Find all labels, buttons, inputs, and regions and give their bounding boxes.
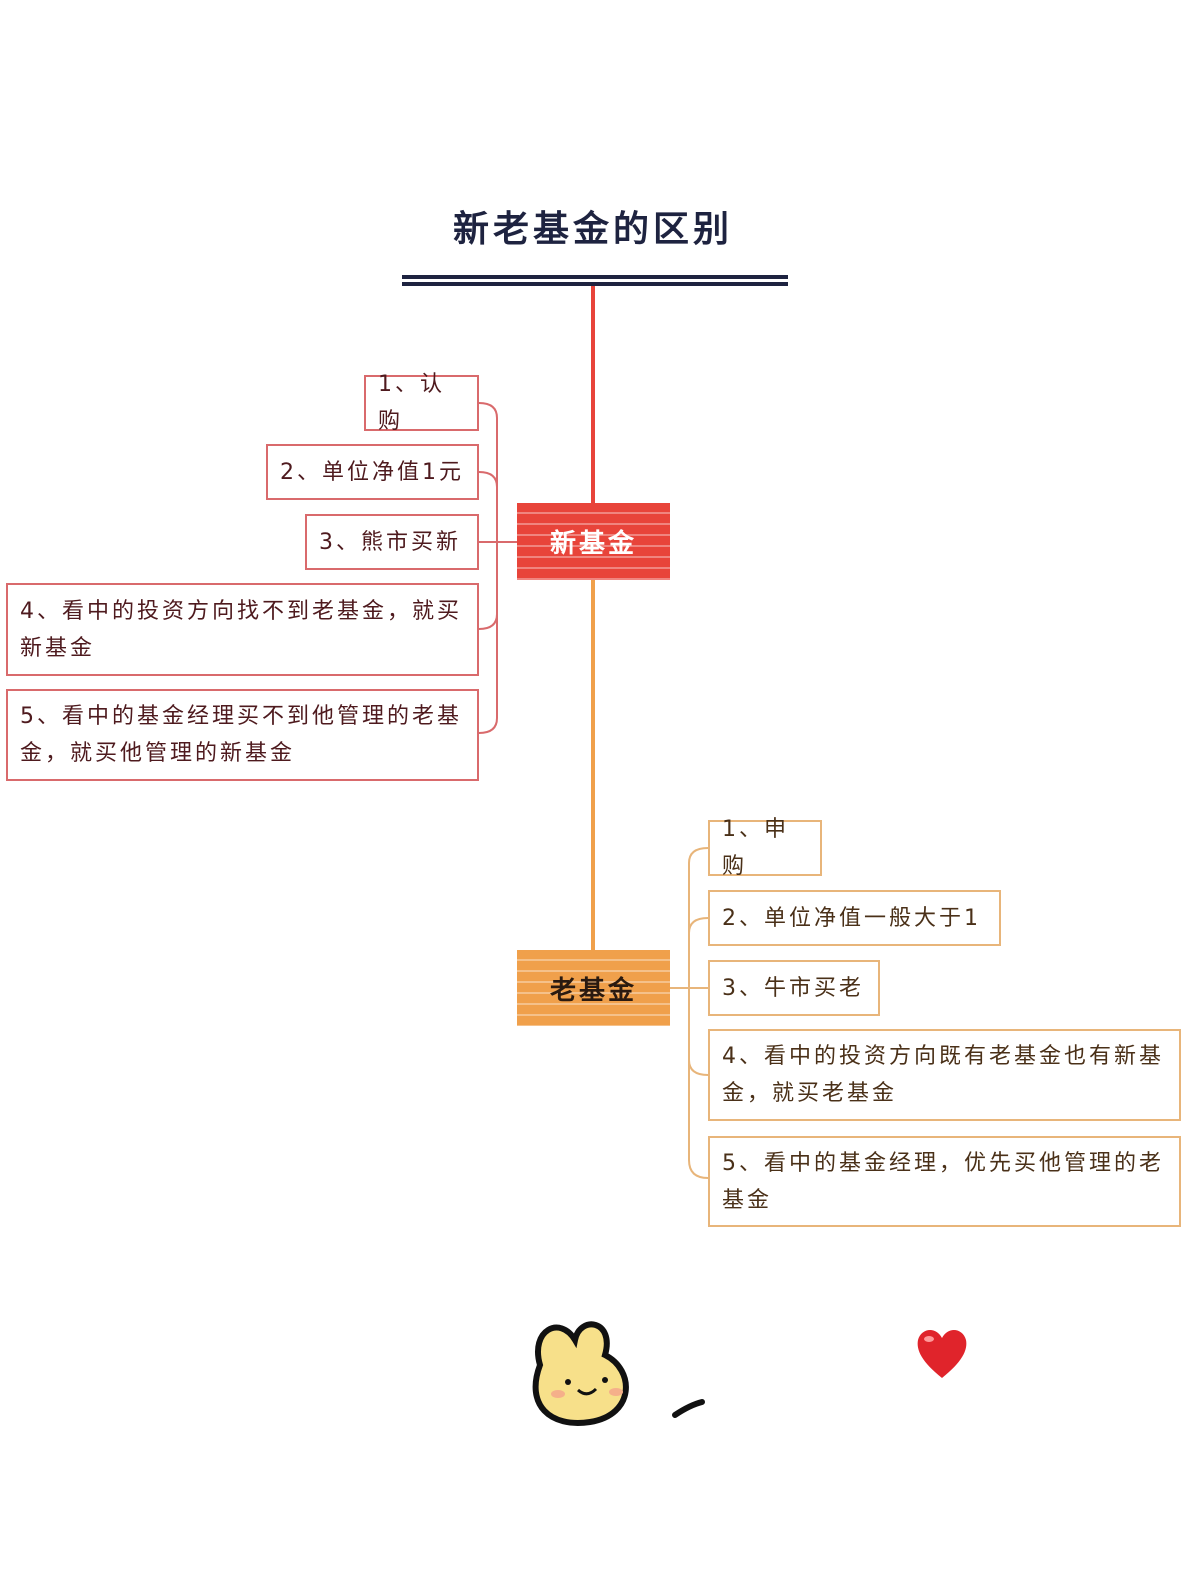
- bunny-sticker-icon: [532, 1321, 705, 1426]
- old-fund-item: 5、看中的基金经理，优先买他管理的老基金: [708, 1136, 1181, 1227]
- old-fund-bracket: [670, 847, 709, 1179]
- heart-sticker-icon: [917, 1329, 967, 1378]
- node-old-fund: 老基金: [517, 950, 670, 1026]
- old-fund-item: 3、牛市买老: [708, 960, 880, 1016]
- new-fund-bracket: [478, 402, 517, 734]
- old-fund-item: 1、申购: [708, 817, 822, 879]
- old-fund-item: 4、看中的投资方向既有老基金也有新基金，就买老基金: [708, 1029, 1181, 1121]
- node-new-fund: 新基金: [517, 503, 670, 580]
- page-title: 新老基金的区别: [452, 209, 733, 250]
- new-fund-item: 5、看中的基金经理买不到他管理的老基金，就买他管理的新基金: [6, 689, 479, 781]
- new-fund-item: 1、认购: [364, 372, 479, 434]
- new-fund-item: 2、单位净值1元: [266, 444, 479, 500]
- new-fund-item: 3、熊市买新: [305, 514, 479, 570]
- old-fund-item: 2、单位净值一般大于1: [708, 890, 1001, 946]
- new-fund-item: 4、看中的投资方向找不到老基金，就买新基金: [6, 583, 479, 676]
- title-underline: [402, 275, 788, 286]
